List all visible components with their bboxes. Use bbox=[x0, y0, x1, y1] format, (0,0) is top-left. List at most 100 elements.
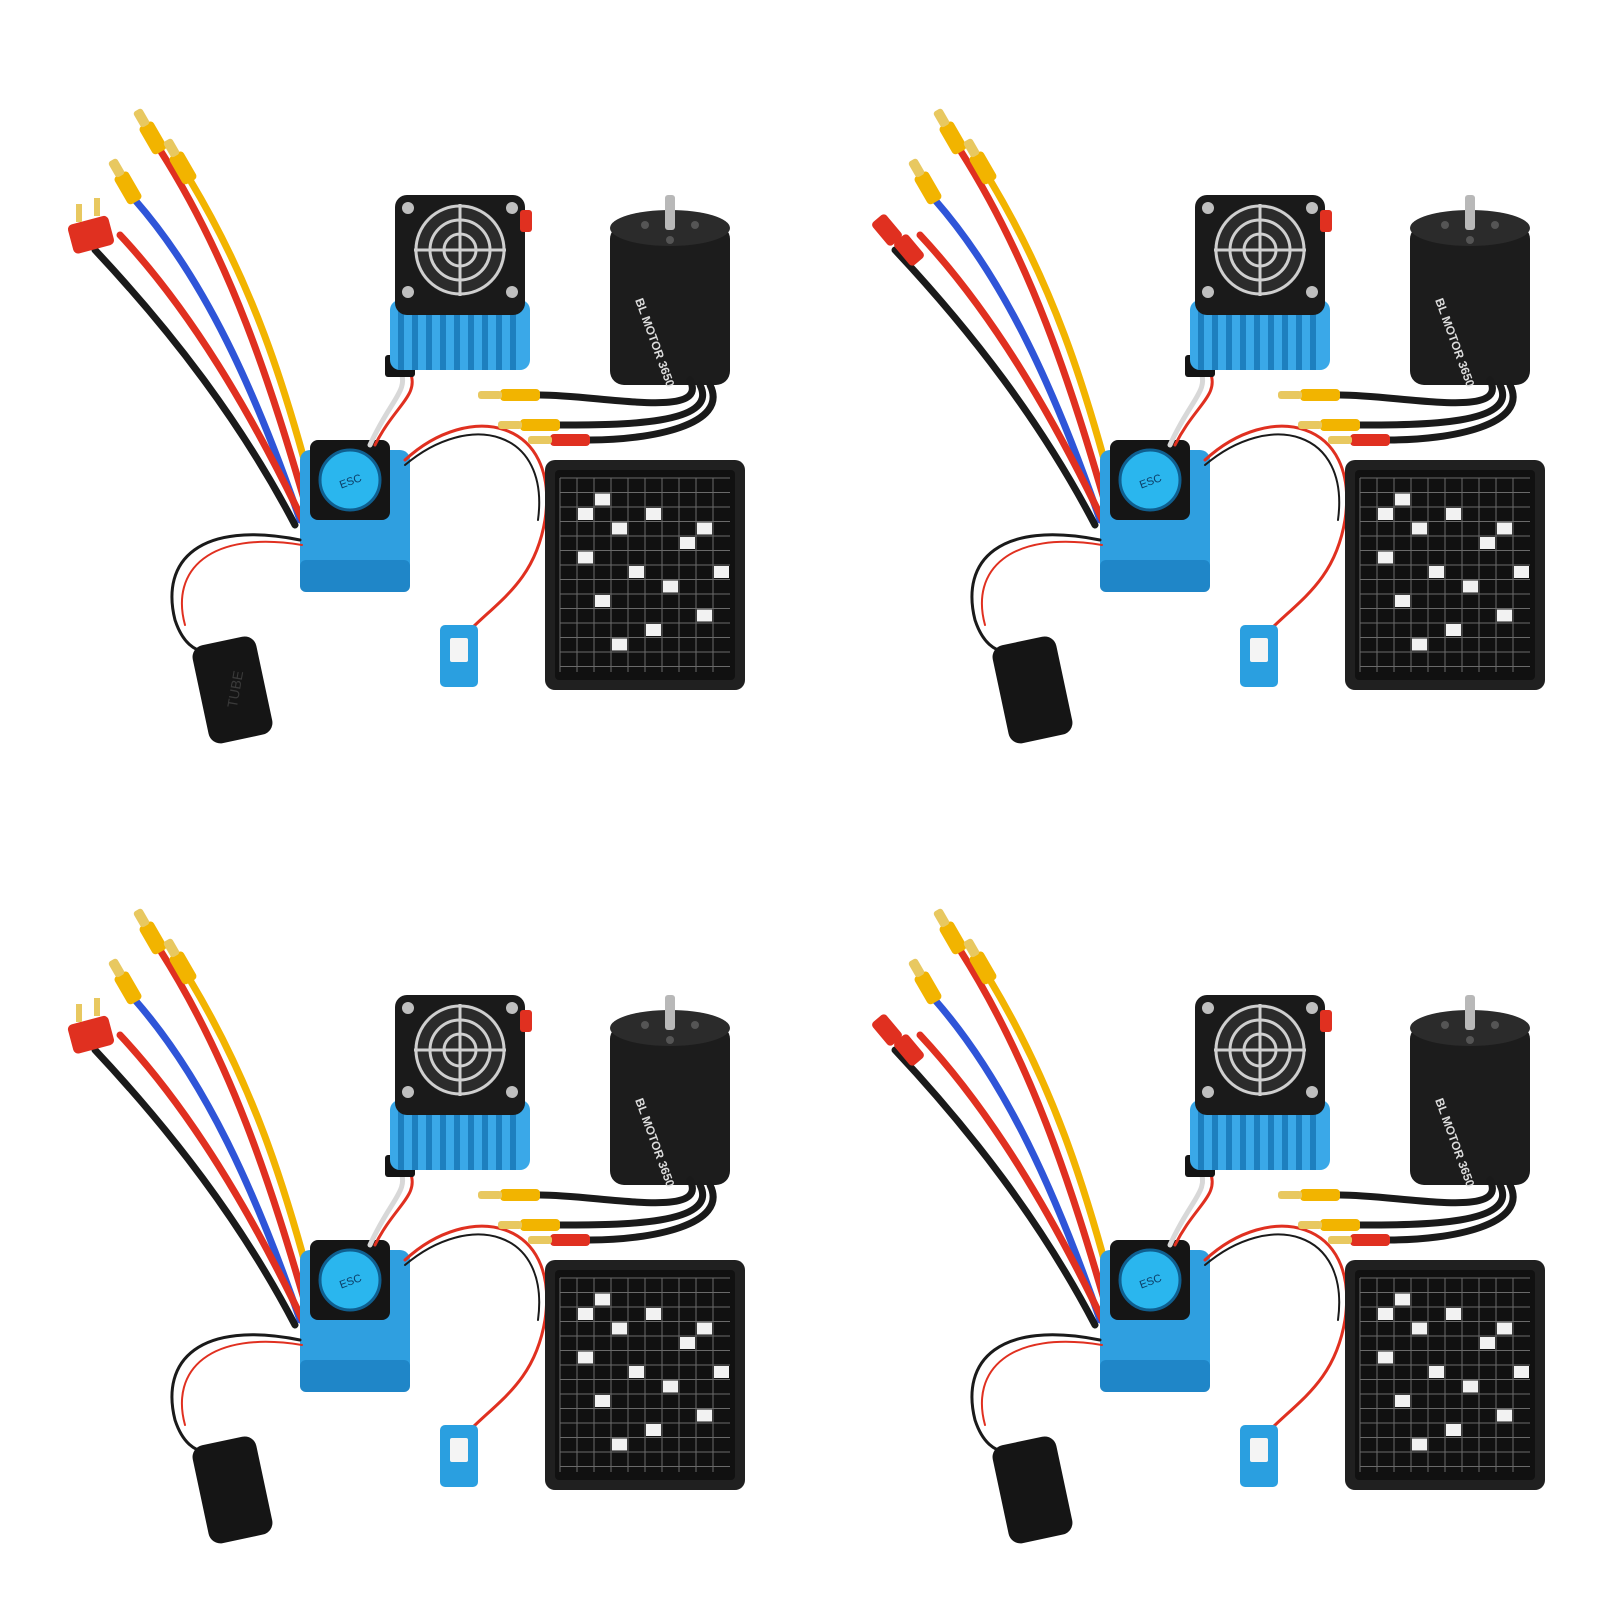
fan-lead-black bbox=[404, 1233, 541, 1321]
heatsink-fin bbox=[1282, 1100, 1288, 1170]
motor-lead bbox=[1336, 376, 1496, 407]
program-card-cell bbox=[629, 566, 644, 578]
program-card-cell bbox=[1497, 609, 1512, 622]
program-card-cell bbox=[663, 580, 678, 593]
motor-lead bbox=[536, 376, 696, 407]
power-switch bbox=[192, 636, 273, 744]
motor-lead bbox=[1356, 1181, 1506, 1229]
fan-connector-housing bbox=[450, 638, 468, 662]
esc-fan-ring bbox=[318, 1248, 382, 1312]
heatsink-fin bbox=[1212, 1100, 1218, 1170]
bullet-connector-tip bbox=[163, 138, 180, 158]
program-card-cell bbox=[612, 1322, 627, 1335]
heatsink-fin bbox=[412, 300, 418, 370]
heatsink-fin bbox=[510, 300, 516, 370]
bullet-connector bbox=[169, 951, 197, 985]
program-card-cell bbox=[1395, 493, 1410, 506]
program-card-cell bbox=[578, 508, 593, 520]
heatsink-fin bbox=[1268, 1100, 1274, 1170]
fan-connector-housing bbox=[1250, 638, 1268, 662]
fan-screw bbox=[1202, 1002, 1214, 1014]
bullet-connector bbox=[939, 921, 967, 955]
esc-fan-ring bbox=[318, 448, 382, 512]
motor-bullet-tip bbox=[1328, 436, 1352, 444]
esc-fan-ring bbox=[1118, 448, 1182, 512]
program-card-cell bbox=[1429, 1366, 1444, 1378]
program-card-cell bbox=[1463, 1380, 1478, 1393]
program-card-cell bbox=[1412, 1438, 1427, 1451]
motor-bullet-sleeve bbox=[500, 1189, 540, 1201]
motor-screw bbox=[1491, 221, 1499, 229]
motor-screw bbox=[666, 1036, 674, 1044]
program-card-cell bbox=[1395, 595, 1410, 607]
power-switch bbox=[992, 636, 1073, 744]
motor-bullet-sleeve bbox=[550, 434, 590, 446]
heatsink-fin bbox=[1226, 300, 1232, 370]
heatsink-fin bbox=[1268, 300, 1274, 370]
power-lead bbox=[156, 946, 314, 1324]
power-lead bbox=[131, 196, 304, 524]
bullet-connector-tip bbox=[908, 958, 925, 978]
program-card-cell bbox=[1463, 580, 1478, 593]
fan-screw bbox=[506, 1086, 518, 1098]
motor-screw bbox=[666, 236, 674, 244]
deans-plug bbox=[67, 215, 115, 254]
program-card-cell bbox=[578, 551, 593, 564]
motor-bullet-tip bbox=[1278, 1191, 1302, 1199]
switch-label: TUBE bbox=[224, 669, 246, 709]
motor-screw bbox=[691, 1021, 699, 1029]
fan-screw bbox=[402, 1002, 414, 1014]
program-card-cell bbox=[595, 1293, 610, 1306]
program-card-cell bbox=[1446, 1308, 1461, 1320]
heatsink-fin bbox=[1240, 300, 1246, 370]
program-card-cell bbox=[1514, 566, 1529, 578]
program-card-cell bbox=[629, 1366, 644, 1378]
heatsink-fin bbox=[510, 1100, 516, 1170]
motor-bullet-tip bbox=[528, 436, 552, 444]
motor-bullet-sleeve bbox=[520, 1219, 560, 1231]
heatsink-fin bbox=[1310, 1100, 1316, 1170]
fan-connector-housing bbox=[1250, 1438, 1268, 1462]
heatsink-fin bbox=[482, 300, 488, 370]
deans-plug-pin bbox=[94, 998, 100, 1016]
heatsink-fin bbox=[1282, 300, 1288, 370]
power-switch bbox=[192, 1436, 273, 1544]
bullet-connector bbox=[114, 171, 142, 205]
program-card-cell bbox=[1446, 624, 1461, 636]
heatsink-fin bbox=[1254, 300, 1260, 370]
fan-screw bbox=[1202, 202, 1214, 214]
program-card-cell bbox=[1480, 537, 1495, 549]
fan-screw bbox=[1306, 286, 1318, 298]
motor-lead bbox=[556, 381, 706, 429]
fan-screw bbox=[506, 1002, 518, 1014]
program-card-cell bbox=[680, 1337, 695, 1349]
receiver-lead bbox=[367, 1167, 406, 1248]
motor-bullet-tip bbox=[528, 1236, 552, 1244]
receiver-lead-red bbox=[1173, 370, 1214, 447]
fan-plug bbox=[520, 1010, 532, 1032]
motor-lead bbox=[1356, 381, 1506, 429]
heatsink-fin bbox=[440, 300, 446, 370]
power-lead bbox=[916, 231, 1109, 529]
program-card-cell bbox=[646, 508, 661, 520]
motor-bullet-tip bbox=[478, 391, 502, 399]
power-lead bbox=[891, 246, 1099, 529]
motor-bullet-tip bbox=[478, 1191, 502, 1199]
bullet-connector bbox=[969, 951, 997, 985]
program-card-cell bbox=[1412, 1322, 1427, 1335]
program-card-cell bbox=[680, 537, 695, 549]
motor-shaft bbox=[1465, 195, 1475, 230]
fan-plug bbox=[520, 210, 532, 232]
heatsink-fin bbox=[426, 1100, 432, 1170]
motor-can bbox=[1410, 1025, 1530, 1185]
motor-lead bbox=[1386, 381, 1517, 444]
switch-lead bbox=[170, 533, 302, 657]
bullet-connector bbox=[169, 151, 197, 185]
